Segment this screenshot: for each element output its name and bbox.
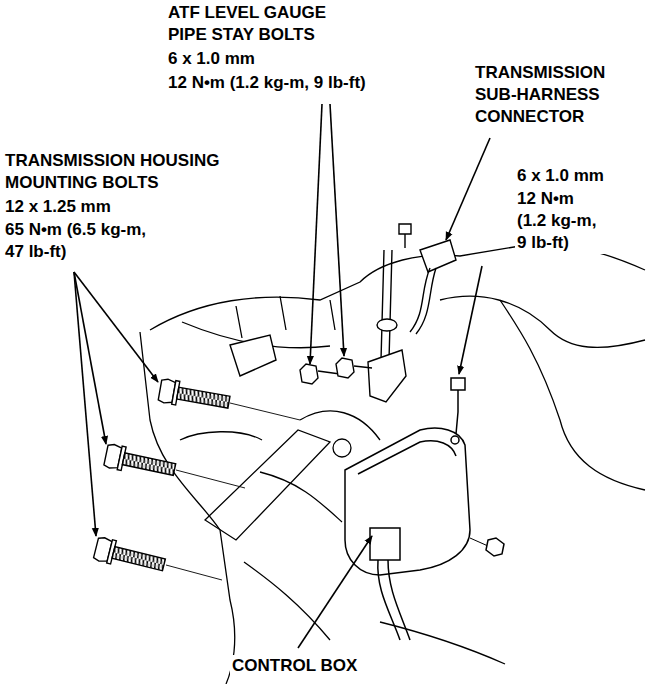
atf-gauge-parts [230, 250, 406, 402]
control-box-edge [358, 441, 456, 474]
leader-line [74, 272, 158, 382]
housing-line [380, 622, 505, 664]
box-bolt-line [470, 538, 488, 546]
part-name: CONTROL BOX [230, 655, 359, 677]
gauge-ring [377, 319, 397, 331]
housing-line [180, 432, 262, 440]
housing-line [244, 562, 330, 640]
bolt-size: 6 x 1.0 mm [166, 48, 257, 70]
bolt-guides [166, 403, 300, 580]
leader-line [74, 272, 106, 444]
top-bolt-shaft [404, 234, 405, 248]
mounting-bolt [93, 536, 167, 576]
control-box-body [345, 428, 470, 575]
atf-bolt [300, 364, 318, 384]
sub-harness [399, 224, 456, 334]
housing-line [500, 300, 645, 490]
housing-hole [333, 439, 351, 457]
mounting-bolt [158, 378, 231, 414]
part-name: ATF LEVEL GAUGE PIPE STAY BOLTS [166, 2, 355, 46]
torque-spec: 65 N•m (6.5 kg-m, 47 lb-ft) [3, 219, 159, 263]
leader-line [298, 536, 372, 648]
bolt-size: 6 x 1.0 mm [515, 165, 606, 187]
torque-spec: 12 N•m (1.2 kg-m, 9 lb-ft) [515, 188, 609, 254]
guide-line [230, 403, 300, 420]
leader-line [446, 138, 490, 240]
housing-line [260, 472, 342, 522]
torque-spec: 12 N•m (1.2 kg-m, 9 lb-ft) [166, 72, 368, 94]
housing-line [300, 411, 380, 440]
housing-line [205, 430, 330, 540]
harness-cable [410, 268, 436, 334]
box-wires [378, 560, 410, 640]
top-bolt [399, 224, 411, 234]
mounting-bolt [104, 443, 177, 481]
box-connector [370, 528, 400, 560]
box-bolt [486, 538, 504, 556]
atf-bolt-shaft [354, 366, 372, 368]
right-bolt-shaft [456, 390, 458, 434]
part-name: TRANSMISSION SUB-HARNESS CONNECTOR [473, 62, 632, 128]
bolt-thread [122, 453, 175, 476]
housing-line [140, 332, 235, 684]
housing-outline [140, 244, 645, 684]
housing-line [236, 296, 335, 338]
leader-line [330, 104, 344, 356]
mount-bracket [230, 335, 276, 376]
control-box [345, 378, 504, 640]
right-bolt [451, 378, 465, 390]
harness-plug [420, 240, 456, 272]
bolt-thread [177, 387, 230, 408]
bolt-size: 12 x 1.25 mm [3, 196, 113, 218]
bolt-thread [112, 547, 165, 571]
guide-line [166, 565, 222, 580]
leader-line [310, 104, 322, 364]
part-name: TRANSMISSION HOUSING MOUNTING BOLTS [3, 150, 269, 194]
guide-line [176, 470, 245, 488]
gauge-pipe [381, 250, 392, 360]
leader-line [459, 266, 482, 374]
atf-bolt [336, 358, 354, 378]
leader-line [74, 272, 96, 536]
pipe-stay [368, 350, 406, 402]
housing-line [150, 244, 645, 330]
control-box-tab [451, 436, 459, 444]
